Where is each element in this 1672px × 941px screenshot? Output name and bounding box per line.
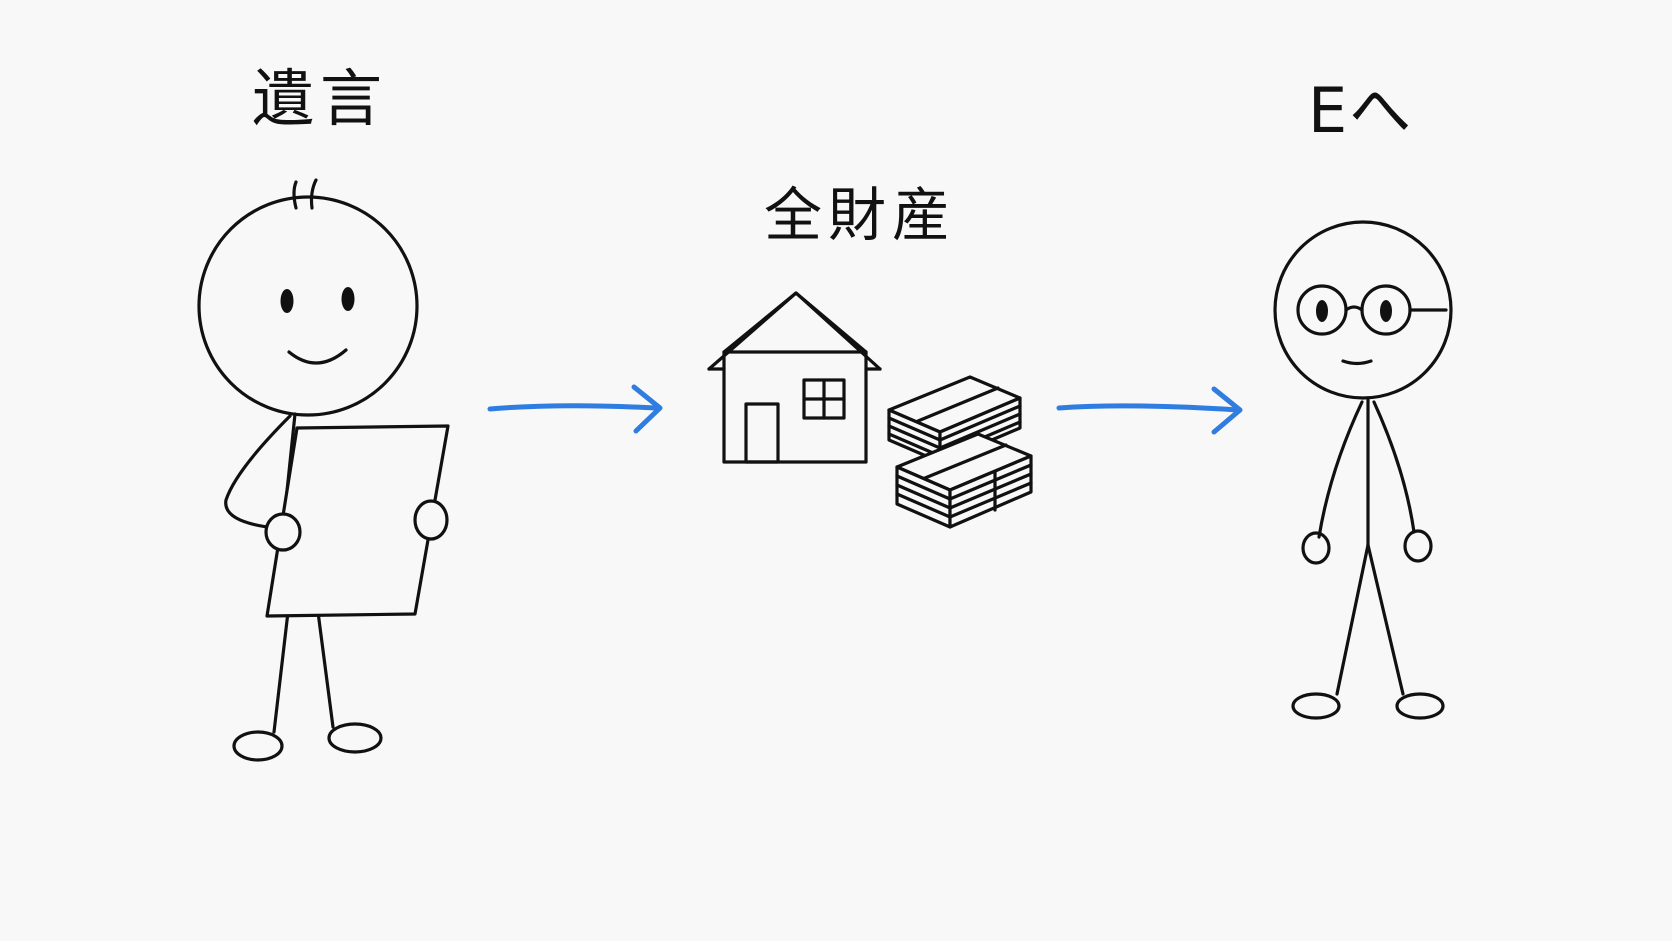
testator-left-arm <box>224 414 292 530</box>
testator-left-eye <box>280 289 294 313</box>
person-e-head <box>1273 220 1453 400</box>
testator-left-hand <box>264 512 302 552</box>
person-e-left-leg <box>1335 543 1370 696</box>
all-assets-label: 全財産 <box>764 181 957 249</box>
house-icon <box>707 291 882 464</box>
testator-right-hand <box>413 499 449 541</box>
testator-right-eye <box>341 287 355 311</box>
testator-right-leg <box>316 610 335 729</box>
testator-head <box>197 195 419 417</box>
arrow-right-1 <box>487 384 663 434</box>
testator-left-leg <box>272 610 290 734</box>
person-e-left-foot <box>1291 692 1341 720</box>
person-e-right-leg <box>1366 543 1405 696</box>
person-e-mouth <box>1341 359 1373 366</box>
person-e-right-arm <box>1372 400 1416 534</box>
person-e-left-hand <box>1301 531 1331 565</box>
will-document <box>265 424 450 618</box>
hair-tufts <box>292 178 318 210</box>
glasses-icon <box>1296 284 1448 336</box>
arrow-right-2 <box>1056 386 1243 435</box>
money-stack-front <box>895 432 1033 529</box>
money-stack-icon <box>887 375 1033 529</box>
person-e-left-arm <box>1317 400 1364 539</box>
person-e-right-foot <box>1395 692 1445 720</box>
person-e-figure <box>1273 220 1453 720</box>
testator-right-foot <box>327 722 383 754</box>
testator-smile <box>287 348 348 365</box>
person-e-right-hand <box>1403 529 1433 563</box>
to-e-label: Eへ <box>1308 74 1414 147</box>
testator-left-foot <box>232 730 284 762</box>
will-label: 遺言 <box>252 62 389 135</box>
